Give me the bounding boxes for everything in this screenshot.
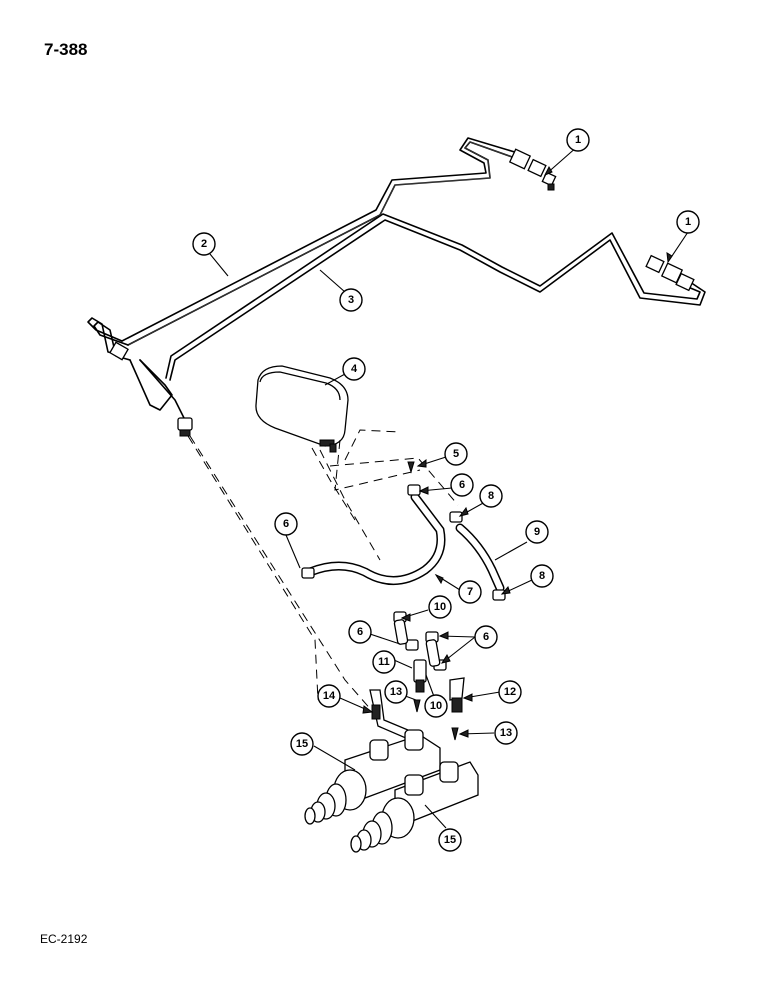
callout-13-a: 13: [384, 680, 408, 704]
svg-text:6: 6: [483, 631, 489, 643]
callout-10-a: 10: [428, 595, 452, 619]
svg-text:8: 8: [488, 490, 494, 502]
svg-text:1: 1: [685, 216, 691, 228]
svg-text:13: 13: [500, 727, 512, 739]
svg-text:7: 7: [467, 586, 473, 598]
svg-text:12: 12: [504, 686, 516, 698]
brake-pipe-3: [165, 213, 706, 381]
connector-1-top: [508, 148, 557, 191]
svg-text:13: 13: [390, 686, 402, 698]
figure-code: EC-2192: [40, 932, 88, 946]
callout-10-b: 10: [424, 694, 448, 718]
svg-text:6: 6: [459, 479, 465, 491]
svg-text:14: 14: [323, 690, 336, 702]
svg-text:1: 1: [575, 134, 581, 146]
svg-text:8: 8: [539, 570, 545, 582]
svg-text:5: 5: [453, 448, 459, 460]
master-cylinder-upper: [304, 729, 441, 825]
svg-text:11: 11: [378, 656, 390, 668]
callout-15-lower: 15: [438, 828, 462, 852]
callout-13-b: 13: [494, 721, 518, 745]
callout-6-a: 6: [450, 473, 474, 497]
callout-3: 3: [339, 288, 363, 312]
page-number: 7-388: [44, 40, 88, 59]
callout-4: 4: [342, 357, 366, 381]
brake-pipe-2: [121, 137, 519, 346]
callout-8-b: 8: [530, 564, 554, 588]
svg-text:3: 3: [348, 294, 354, 306]
alignment-dashes: [187, 429, 459, 721]
callout-7: 7: [458, 580, 482, 604]
tube-10-right: [425, 639, 441, 667]
reservoir: [255, 365, 349, 453]
callout-2: 2: [192, 232, 216, 256]
callout-8-a: 8: [479, 484, 503, 508]
tube-10-left: [393, 619, 409, 645]
svg-text:15: 15: [296, 738, 308, 750]
clamps: [301, 461, 506, 741]
callout-11: 11: [372, 650, 396, 674]
callout-5: 5: [444, 442, 468, 466]
arrowheads: [362, 165, 673, 738]
leader-lines: [209, 145, 689, 829]
callout-9: 9: [525, 520, 549, 544]
svg-text:15: 15: [444, 834, 456, 846]
hose-7: [305, 492, 446, 585]
svg-text:9: 9: [534, 526, 540, 538]
svg-text:10: 10: [430, 700, 442, 712]
hose-9: [455, 523, 505, 593]
svg-text:6: 6: [283, 518, 289, 530]
callout-1-right: 1: [676, 210, 700, 234]
adapter-12: [449, 677, 465, 713]
adapter-11: [413, 659, 427, 693]
callout-15-upper: 15: [290, 732, 314, 756]
callout-12: 12: [498, 680, 522, 704]
callout-6-c: 6: [348, 620, 372, 644]
master-cylinder-lower: [350, 761, 479, 853]
svg-text:10: 10: [434, 601, 446, 613]
svg-text:4: 4: [351, 363, 358, 375]
callout-1-top: 1: [566, 128, 590, 152]
svg-text:6: 6: [357, 626, 363, 638]
svg-text:2: 2: [201, 238, 207, 250]
fitting-pipe-end-left: [109, 341, 193, 437]
callout-6-d: 6: [474, 625, 498, 649]
callout-6-b: 6: [274, 512, 298, 536]
callout-14: 14: [317, 684, 341, 708]
connector-1-right: [645, 254, 695, 292]
